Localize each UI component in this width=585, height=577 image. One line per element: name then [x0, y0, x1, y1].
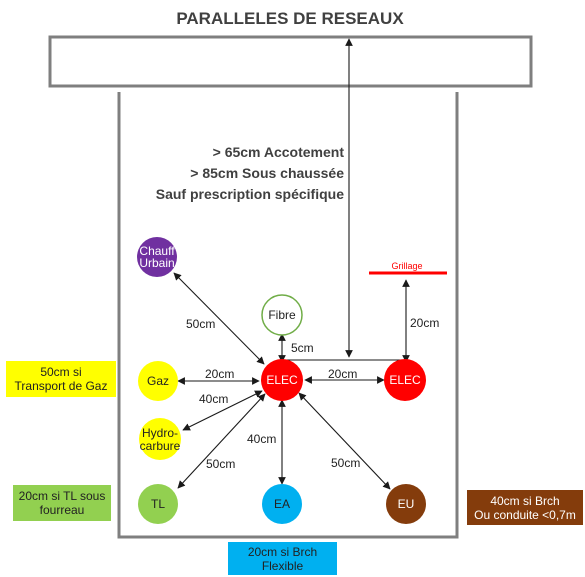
node-chauff-urbain-label-2: Urbain [139, 256, 174, 270]
note-gaz-transport: 50cm si Transport de Gaz [6, 361, 116, 397]
diagram-title: PARALLELES DE RESEAUX [176, 9, 404, 28]
node-hydrocarbure: Hydro- carbure [139, 418, 181, 460]
distance-ea: 40cm [247, 432, 276, 446]
node-eu-label: EU [398, 497, 415, 511]
note-ea-flexible: 20cm si Brch Flexible [228, 542, 337, 575]
trench-outline [117, 92, 459, 539]
node-gaz: Gaz [138, 361, 178, 401]
node-chauff-urbain-label-1: Chauff [139, 244, 175, 258]
node-ea-label: EA [274, 497, 290, 511]
node-eu: EU [386, 484, 426, 524]
node-elec-right: ELEC [384, 359, 426, 401]
distance-gaz: 20cm [205, 367, 234, 381]
node-hydrocarbure-label-2: carbure [140, 439, 181, 453]
node-tl: TL [138, 484, 178, 524]
distance-eu: 50cm [331, 456, 360, 470]
node-ea: EA [262, 484, 302, 524]
node-elec-right-label: ELEC [389, 373, 421, 387]
node-elec-main-label: ELEC [266, 373, 298, 387]
note-eu-conduite: 40cm si Brch Ou conduite <0,7m [467, 490, 583, 525]
note-tl-fourreau: 20cm si TL sous fourreau [13, 485, 111, 521]
node-gaz-label: Gaz [147, 374, 169, 388]
node-chauff-urbain: Chauff Urbain [137, 237, 177, 277]
requirement-accotement: > 65cm Accotement [213, 144, 345, 160]
grillage-label: Grillage [391, 261, 422, 271]
requirement-specifique: Sauf prescription spécifique [156, 186, 344, 202]
distance-hydro: 40cm [199, 392, 228, 406]
requirement-chaussee: > 85cm Sous chaussée [190, 165, 344, 181]
distance-fibre: 5cm [291, 341, 314, 355]
arrow-eu [298, 392, 391, 490]
distance-tl: 50cm [206, 457, 235, 471]
node-tl-label: TL [151, 497, 165, 511]
arrow-tl [177, 393, 266, 489]
node-elec-main: ELEC [261, 359, 303, 401]
road-surface [48, 35, 533, 88]
distance-grillage: 20cm [410, 316, 439, 330]
node-fibre: Fibre [261, 294, 303, 336]
arrow-chauff [173, 272, 265, 365]
distance-elec-elec: 20cm [328, 367, 357, 381]
node-fibre-label: Fibre [268, 308, 296, 322]
node-hydrocarbure-label-1: Hydro- [142, 426, 178, 440]
distance-chauff: 50cm [186, 317, 215, 331]
